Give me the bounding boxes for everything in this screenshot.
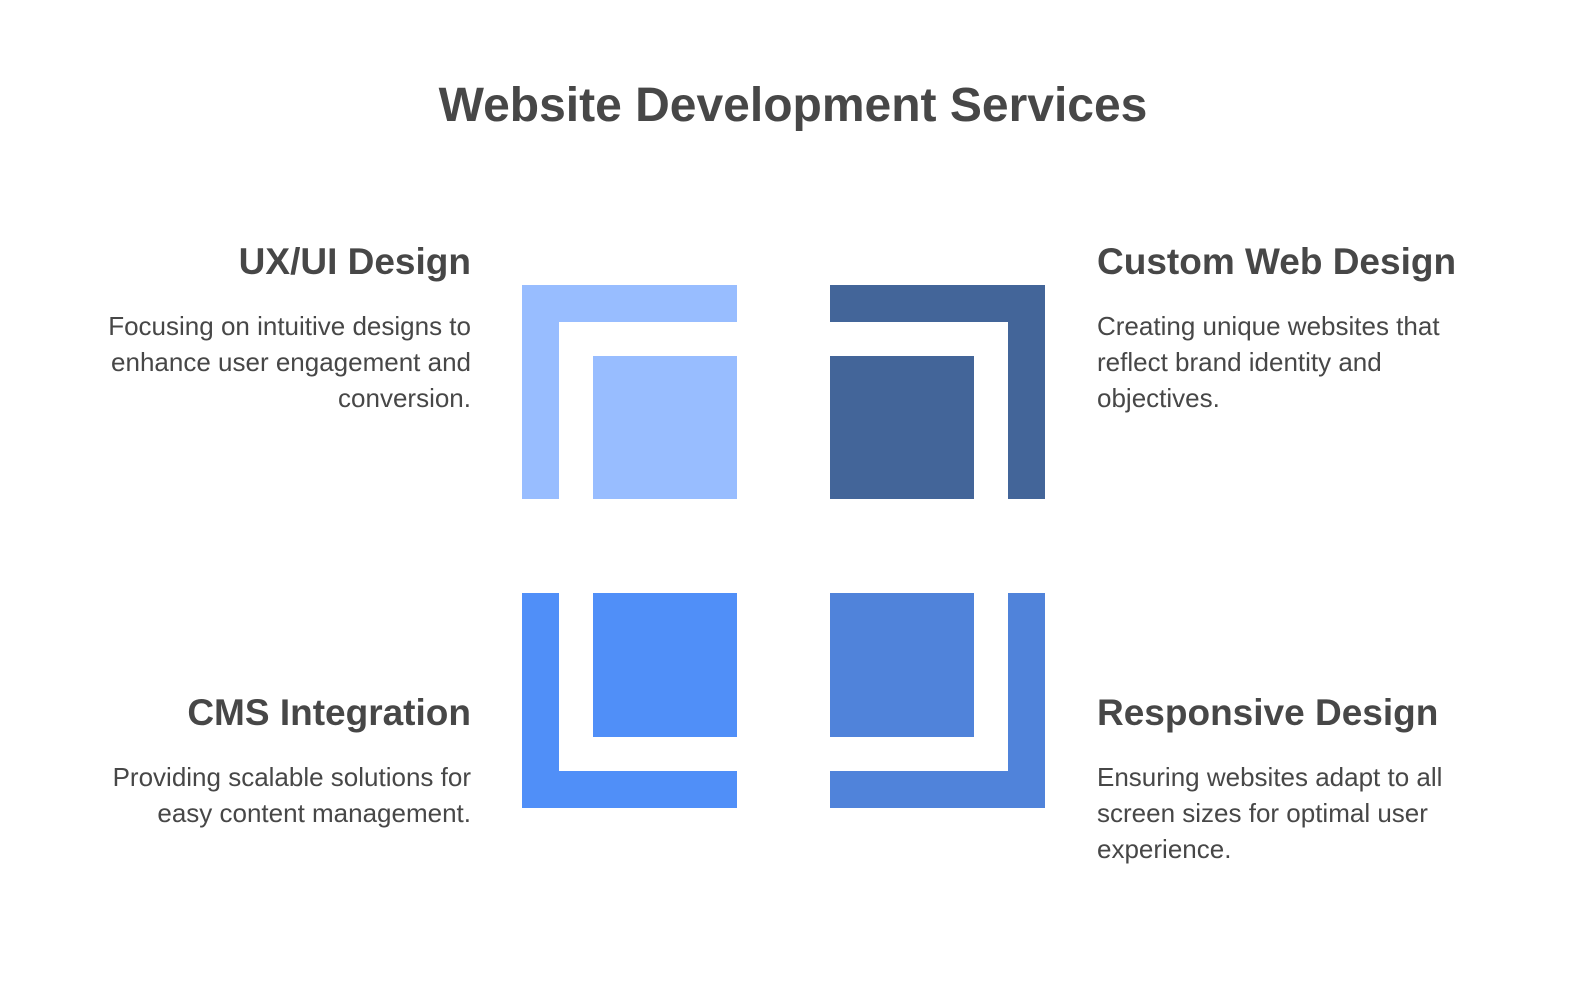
service-description: Ensuring websites adapt to all screen si… <box>1097 762 1443 864</box>
square <box>830 356 974 499</box>
page-title: Website Development Services <box>438 79 1148 132</box>
service-responsive-design: Responsive Design Ensuring websites adap… <box>1097 691 1497 867</box>
service-heading: Responsive Design <box>1097 692 1439 733</box>
bracket-side <box>1008 593 1045 808</box>
square <box>593 593 737 737</box>
square <box>830 593 974 737</box>
service-heading: UX/UI Design <box>238 241 471 282</box>
service-description: Creating unique websites that reflect br… <box>1097 311 1440 413</box>
service-heading: Custom Web Design <box>1097 241 1457 282</box>
service-ux-ui-design: UX/UI Design Focusing on intuitive desig… <box>51 240 471 416</box>
service-custom-web-design: Custom Web Design Creating unique websit… <box>1097 240 1497 416</box>
bracket-side <box>1008 285 1045 499</box>
bracket-side <box>522 593 559 808</box>
service-cms-integration: CMS Integration Providing scalable solut… <box>51 691 471 831</box>
service-heading: CMS Integration <box>187 692 471 733</box>
bracket-side <box>522 285 559 499</box>
service-description: Providing scalable solutions for easy co… <box>112 762 471 828</box>
square <box>593 356 737 499</box>
service-description: Focusing on intuitive designs to enhance… <box>108 311 471 413</box>
